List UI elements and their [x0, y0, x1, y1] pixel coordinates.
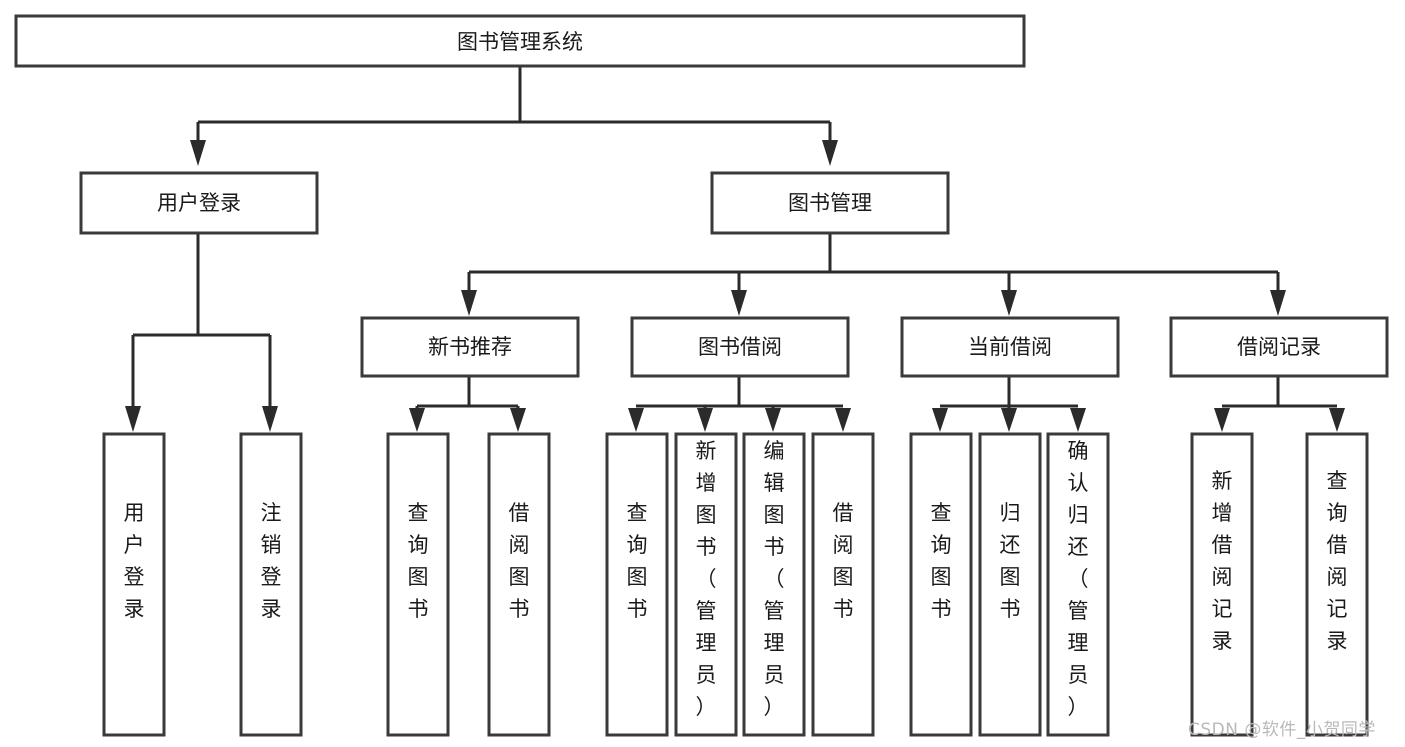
node-leaf-nb-borrow-box[interactable]: [487, 432, 551, 737]
node-leaf-bb-borrow-box[interactable]: [811, 432, 875, 737]
node-leaf-cb-query-label: 查询图书: [931, 501, 952, 621]
arrow-head-current-borrow: [1001, 290, 1017, 316]
csdn-watermark: CSDN @软件_小贺同学: [1188, 720, 1376, 740]
node-borrow-record-box[interactable]: [1169, 316, 1389, 378]
node-leaf-nb-borrow[interactable]: 借阅图书: [487, 432, 551, 737]
node-leaf-user-login-box[interactable]: [102, 432, 166, 737]
node-leaf-nb-query-label: 查询图书: [408, 501, 429, 621]
connector-group-book-manage: [461, 233, 1286, 316]
node-leaf-cb-return-label: 归还图书: [1000, 501, 1021, 621]
node-leaf-bb-query[interactable]: 查询图书: [605, 432, 669, 737]
node-root-label: 图书管理系统: [457, 30, 583, 54]
node-leaf-br-query-label: 查询借阅记录: [1327, 469, 1348, 653]
node-leaf-logout-box[interactable]: [239, 432, 303, 737]
arrow-head-bb-add: [697, 408, 713, 432]
node-user-login-box[interactable]: [79, 171, 319, 235]
node-leaf-nb-borrow-label: 借阅图书: [509, 501, 530, 621]
arrow-head-user-login: [190, 140, 206, 166]
node-leaf-bb-query-box[interactable]: [605, 432, 669, 737]
node-leaf-cb-query-box[interactable]: [909, 432, 973, 737]
node-leaf-nb-query[interactable]: 查询图书: [386, 432, 450, 737]
node-leaf-bb-edit-label: 编辑图书（管理员）: [764, 439, 785, 719]
arrow-head-book-manage: [822, 140, 838, 166]
connector-group-current-borrow: [932, 376, 1086, 432]
node-leaf-bb-borrow[interactable]: 借阅图书: [811, 432, 875, 737]
node-leaf-br-query[interactable]: 查询借阅记录: [1305, 432, 1369, 737]
node-root-box[interactable]: [14, 14, 1026, 68]
arrow-head-cb-query: [932, 408, 948, 432]
node-leaf-cb-confirm-box[interactable]: [1046, 432, 1110, 737]
node-current-borrow-box[interactable]: [900, 316, 1120, 378]
node-leaf-bb-query-label: 查询图书: [627, 501, 648, 621]
arrow-head-leaf-logout: [262, 406, 278, 432]
connector-group-user-login: [125, 233, 278, 432]
node-leaf-user-login-label: 用户登录: [124, 501, 145, 621]
node-leaf-user-login[interactable]: 用户登录: [102, 432, 166, 737]
node-book-manage-box[interactable]: [710, 171, 950, 235]
node-user-login[interactable]: 用户登录: [79, 171, 319, 235]
node-borrow-record-label: 借阅记录: [1237, 335, 1321, 359]
arrow-head-bb-borrow: [835, 408, 851, 432]
node-leaf-br-add-label: 新增借阅记录: [1212, 469, 1233, 653]
node-leaf-logout[interactable]: 注销登录: [239, 432, 303, 737]
connector-group-root: [190, 66, 838, 166]
node-new-book[interactable]: 新书推荐: [360, 316, 580, 378]
node-leaf-bb-edit[interactable]: 编辑图书（管理员）: [742, 432, 806, 737]
arrow-head-br-query: [1329, 408, 1345, 432]
node-leaf-bb-borrow-label: 借阅图书: [833, 501, 854, 621]
node-leaf-bb-add-label: 新增图书（管理员）: [696, 439, 717, 719]
arrow-head-br-add: [1214, 408, 1230, 432]
arrow-head-bb-query: [628, 408, 644, 432]
node-root[interactable]: 图书管理系统: [14, 14, 1026, 68]
node-leaf-br-add-box[interactable]: [1190, 432, 1254, 737]
node-book-manage-label: 图书管理: [788, 191, 872, 215]
node-new-book-box[interactable]: [360, 316, 580, 378]
connector-group-book-borrow: [628, 376, 851, 432]
node-book-borrow[interactable]: 图书借阅: [630, 316, 850, 378]
node-current-borrow-label: 当前借阅: [968, 335, 1052, 359]
arrow-head-leaf-user-login: [125, 406, 141, 432]
node-book-borrow-box[interactable]: [630, 316, 850, 378]
node-leaf-logout-label: 注销登录: [261, 501, 282, 621]
connector-group-new-book: [409, 376, 526, 432]
node-leaf-bb-add-box[interactable]: [674, 432, 738, 737]
arrow-head-new-book: [461, 290, 477, 316]
arrow-head-borrow-record: [1270, 290, 1286, 316]
arrow-head-nb-borrow: [510, 408, 526, 432]
arrow-head-book-borrow: [731, 290, 747, 316]
node-leaf-cb-return-box[interactable]: [978, 432, 1042, 737]
node-leaf-cb-return[interactable]: 归还图书: [978, 432, 1042, 737]
node-leaf-bb-add[interactable]: 新增图书（管理员）: [674, 432, 738, 737]
node-leaf-br-add[interactable]: 新增借阅记录: [1190, 432, 1254, 737]
node-user-login-label: 用户登录: [157, 191, 241, 215]
arrow-head-cb-confirm: [1070, 408, 1086, 432]
arrow-head-bb-edit: [765, 408, 781, 432]
node-leaf-br-query-box[interactable]: [1305, 432, 1369, 737]
node-book-manage[interactable]: 图书管理: [710, 171, 950, 235]
arrow-head-nb-query: [409, 408, 425, 432]
node-current-borrow[interactable]: 当前借阅: [900, 316, 1120, 378]
node-book-borrow-label: 图书借阅: [698, 335, 782, 359]
connector-group-borrow-record: [1214, 376, 1345, 432]
arrow-head-cb-return: [1001, 408, 1017, 432]
node-leaf-cb-confirm-label: 确认归还（管理员）: [1068, 439, 1089, 719]
node-new-book-label: 新书推荐: [428, 335, 512, 359]
node-leaf-cb-query[interactable]: 查询图书: [909, 432, 973, 737]
node-leaf-bb-edit-box[interactable]: [742, 432, 806, 737]
node-leaf-nb-query-box[interactable]: [386, 432, 450, 737]
node-borrow-record[interactable]: 借阅记录: [1169, 316, 1389, 378]
node-leaf-cb-confirm[interactable]: 确认归还（管理员）: [1046, 432, 1110, 737]
